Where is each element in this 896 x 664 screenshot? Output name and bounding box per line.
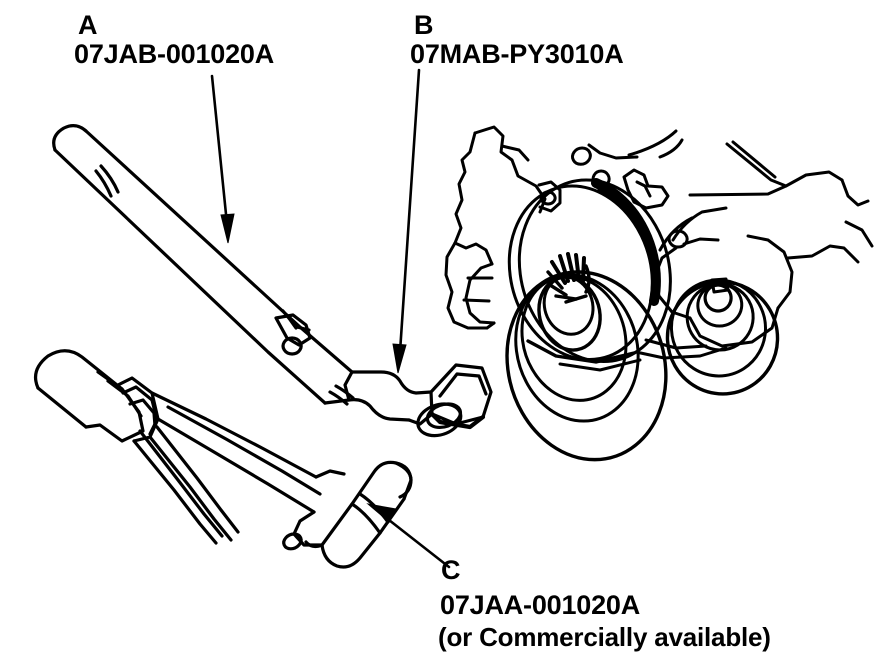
tool-c-breaker-bar [34, 349, 413, 569]
arrow-c [366, 503, 451, 569]
crankshaft-pulley [505, 178, 672, 462]
callout-c-part-number: 07JAA-001020A [440, 590, 641, 620]
callout-b-part-number: 07MAB-PY3010A [410, 39, 624, 69]
fastener-details [571, 129, 684, 210]
engine-block-casting [444, 125, 562, 330]
callout-a-part-number: 07JAB-001020A [74, 39, 275, 69]
callout-c-letter: C [441, 555, 461, 585]
upper-bracket-arms [688, 140, 870, 207]
right-bracket-tails [786, 220, 874, 264]
callout-a-letter: A [78, 10, 98, 40]
callout-arrows [210, 68, 451, 569]
callout-b-letter: B [414, 10, 434, 40]
tool-b-offset-wrench [323, 363, 493, 438]
arrow-b [392, 68, 421, 374]
arrow-a [210, 74, 235, 244]
callout-c-note: (or Commercially available) [438, 622, 771, 652]
idler-pulley [634, 206, 794, 396]
engine-assembly [444, 125, 874, 462]
tool-a-extension-bar [52, 124, 355, 406]
